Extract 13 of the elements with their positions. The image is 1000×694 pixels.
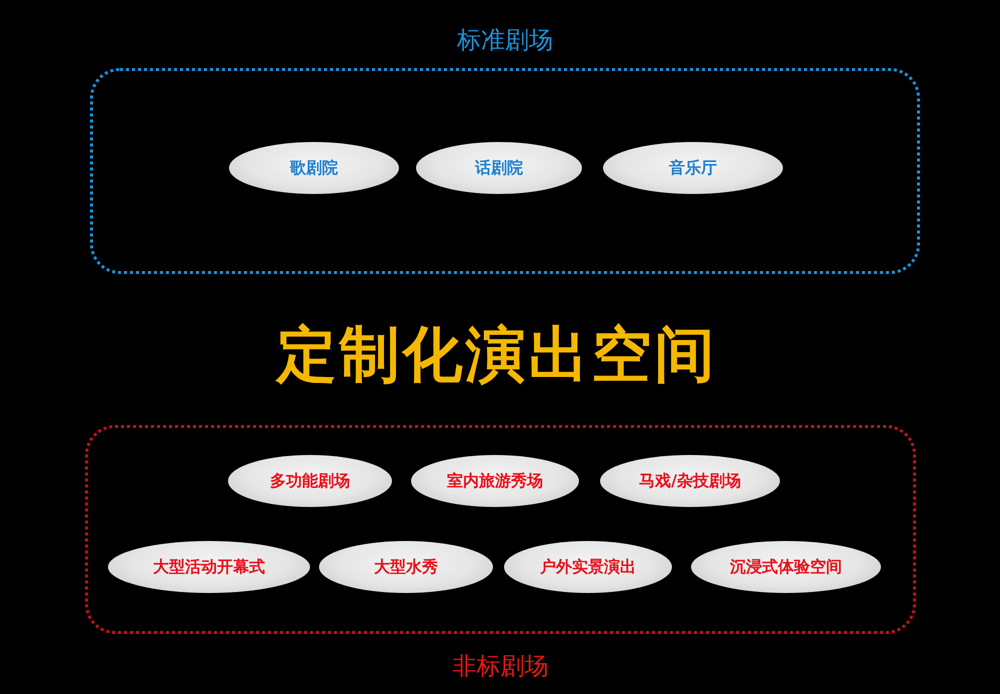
venue-oval: 室内旅游秀场 [411, 455, 579, 507]
venue-oval: 音乐厅 [603, 142, 783, 194]
venue-oval: 话剧院 [416, 142, 582, 194]
venue-oval: 多功能剧场 [228, 455, 392, 507]
venue-oval: 大型水秀 [319, 541, 493, 593]
venue-oval: 户外实景演出 [504, 541, 672, 593]
group-heading: 标准剧场 [457, 26, 553, 54]
venue-oval: 大型活动开幕式 [108, 541, 310, 593]
venue-oval: 沉浸式体验空间 [691, 541, 881, 593]
group-heading: 非标剧场 [452, 652, 548, 680]
main-title: 定制化演出空间 [276, 320, 718, 390]
venue-oval: 马戏/杂技剧场 [600, 455, 780, 507]
venue-oval: 歌剧院 [229, 142, 399, 194]
